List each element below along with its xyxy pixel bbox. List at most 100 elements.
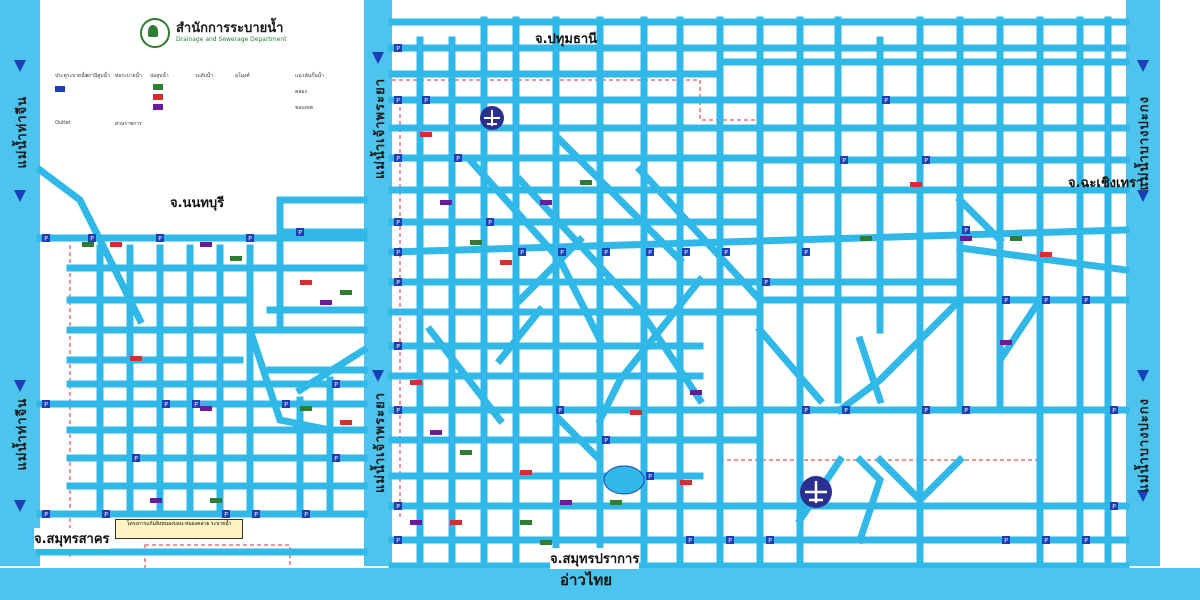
province-label: จ.สมุทรปราการ	[550, 548, 640, 569]
water-level-badge	[340, 290, 352, 295]
pump-station-glyph: P	[158, 236, 162, 243]
pump-station-glyph: P	[396, 156, 400, 163]
map-header: สำนักการระบายน้ำ Drainage and Sewerage D…	[140, 18, 286, 48]
legend-item: ประตูระบายน้ำ	[55, 73, 88, 79]
legend-item: ระดับน้ำ	[195, 73, 214, 79]
pump-station-glyph: P	[924, 158, 928, 165]
pump-station-icon	[88, 234, 96, 242]
water-level-badge	[460, 450, 472, 455]
pump-station-icon	[882, 96, 890, 104]
river-label: แม่น้ำท่าจีน	[15, 398, 30, 471]
water-level-badge	[470, 240, 482, 245]
pump-station-glyph: P	[1084, 538, 1088, 545]
province-label: จ.ปทุมธานี	[535, 32, 598, 47]
pump-station-glyph: P	[964, 408, 968, 415]
water-level-badge	[450, 520, 462, 525]
pump-station-glyph: P	[396, 504, 400, 511]
airport-icon	[480, 106, 504, 130]
pump-station-glyph: P	[804, 250, 808, 257]
pump-station-glyph: P	[44, 236, 48, 243]
dds-logo-icon	[140, 18, 170, 48]
pump-station-glyph: P	[842, 158, 846, 165]
pump-station-icon	[722, 248, 730, 256]
pump-station-icon	[486, 218, 494, 226]
water-level-badge	[500, 260, 512, 265]
pump-station-glyph: P	[396, 98, 400, 105]
pump-station-icon	[1082, 536, 1090, 544]
pump-station-icon	[42, 400, 50, 408]
pump-station-glyph: P	[254, 512, 258, 519]
pump-station-icon	[646, 472, 654, 480]
bang-pakong-river	[1126, 0, 1160, 566]
water-level-badge	[520, 470, 532, 475]
water-level-badge	[420, 132, 432, 137]
water-level-badge	[150, 498, 162, 503]
pump-station-glyph: P	[558, 408, 562, 415]
water-level-badge	[82, 242, 94, 247]
pump-station-icon	[162, 400, 170, 408]
pump-station-icon	[962, 226, 970, 234]
legend-swatch-red	[153, 94, 163, 100]
pump-station-glyph: P	[648, 474, 652, 481]
water-level-badge	[430, 430, 442, 435]
pump-station-glyph: P	[684, 250, 688, 257]
pump-station-icon	[42, 234, 50, 242]
water-level-badge	[960, 236, 972, 241]
pump-station-icon	[42, 510, 50, 518]
pump-station-glyph: P	[924, 408, 928, 415]
pump-station-icon	[726, 536, 734, 544]
water-level-badge	[630, 410, 642, 415]
pump-station-icon	[1042, 296, 1050, 304]
pump-station-icon	[802, 406, 810, 414]
pump-station-icon	[454, 154, 462, 162]
pump-station-glyph: P	[396, 280, 400, 287]
water-level-badge	[560, 500, 572, 505]
pump-station-glyph: P	[1084, 298, 1088, 305]
pump-station-icon	[1110, 502, 1118, 510]
pump-station-glyph: P	[604, 250, 608, 257]
pump-station-glyph: P	[194, 402, 198, 409]
pump-station-icon	[394, 536, 402, 544]
province-label: จ.ฉะเชิงเทรา	[1068, 176, 1144, 191]
pump-station-glyph: P	[44, 512, 48, 519]
pump-station-icon	[282, 400, 290, 408]
river-label: แม่น้ำเจ้าพระยา	[373, 78, 388, 179]
pump-station-glyph: P	[424, 98, 428, 105]
pump-station-glyph: P	[334, 382, 338, 389]
water-level-badge	[440, 200, 452, 205]
water-level-badge	[210, 498, 222, 503]
water-level-badge	[300, 406, 312, 411]
pump-station-icon	[840, 156, 848, 164]
pump-station-glyph: P	[844, 408, 848, 415]
pump-station-icon	[558, 248, 566, 256]
header-subtitle: Drainage and Sewerage Department	[176, 36, 287, 43]
pump-station-icon	[222, 510, 230, 518]
pump-station-glyph: P	[884, 98, 888, 105]
pump-station-icon	[646, 248, 654, 256]
pump-station-glyph: P	[764, 280, 768, 287]
pump-station-icon	[132, 454, 140, 462]
pump-station-icon	[302, 510, 310, 518]
pump-station-icon	[394, 406, 402, 414]
water-level-badge	[200, 242, 212, 247]
pump-station-glyph: P	[298, 230, 302, 237]
legend-item: ส่วนราชการ	[115, 121, 142, 127]
pump-station-glyph: P	[456, 156, 460, 163]
water-level-badges	[82, 132, 1052, 545]
water-level-badge	[340, 420, 352, 425]
pump-station-icon	[922, 406, 930, 414]
pump-station-glyph: P	[520, 250, 524, 257]
pump-station-glyph: P	[44, 402, 48, 409]
pump-station-icon	[602, 436, 610, 444]
water-level-badge	[520, 520, 532, 525]
pump-station-glyph: P	[90, 236, 94, 243]
pump-station-icon	[394, 502, 402, 510]
water-level-badge	[200, 406, 212, 411]
pump-station-icon	[602, 248, 610, 256]
water-level-badge	[540, 200, 552, 205]
water-level-badge	[410, 380, 422, 385]
flow-arrows	[14, 52, 1149, 512]
pump-station-glyph: P	[248, 236, 252, 243]
pump-station-glyph: P	[728, 538, 732, 545]
